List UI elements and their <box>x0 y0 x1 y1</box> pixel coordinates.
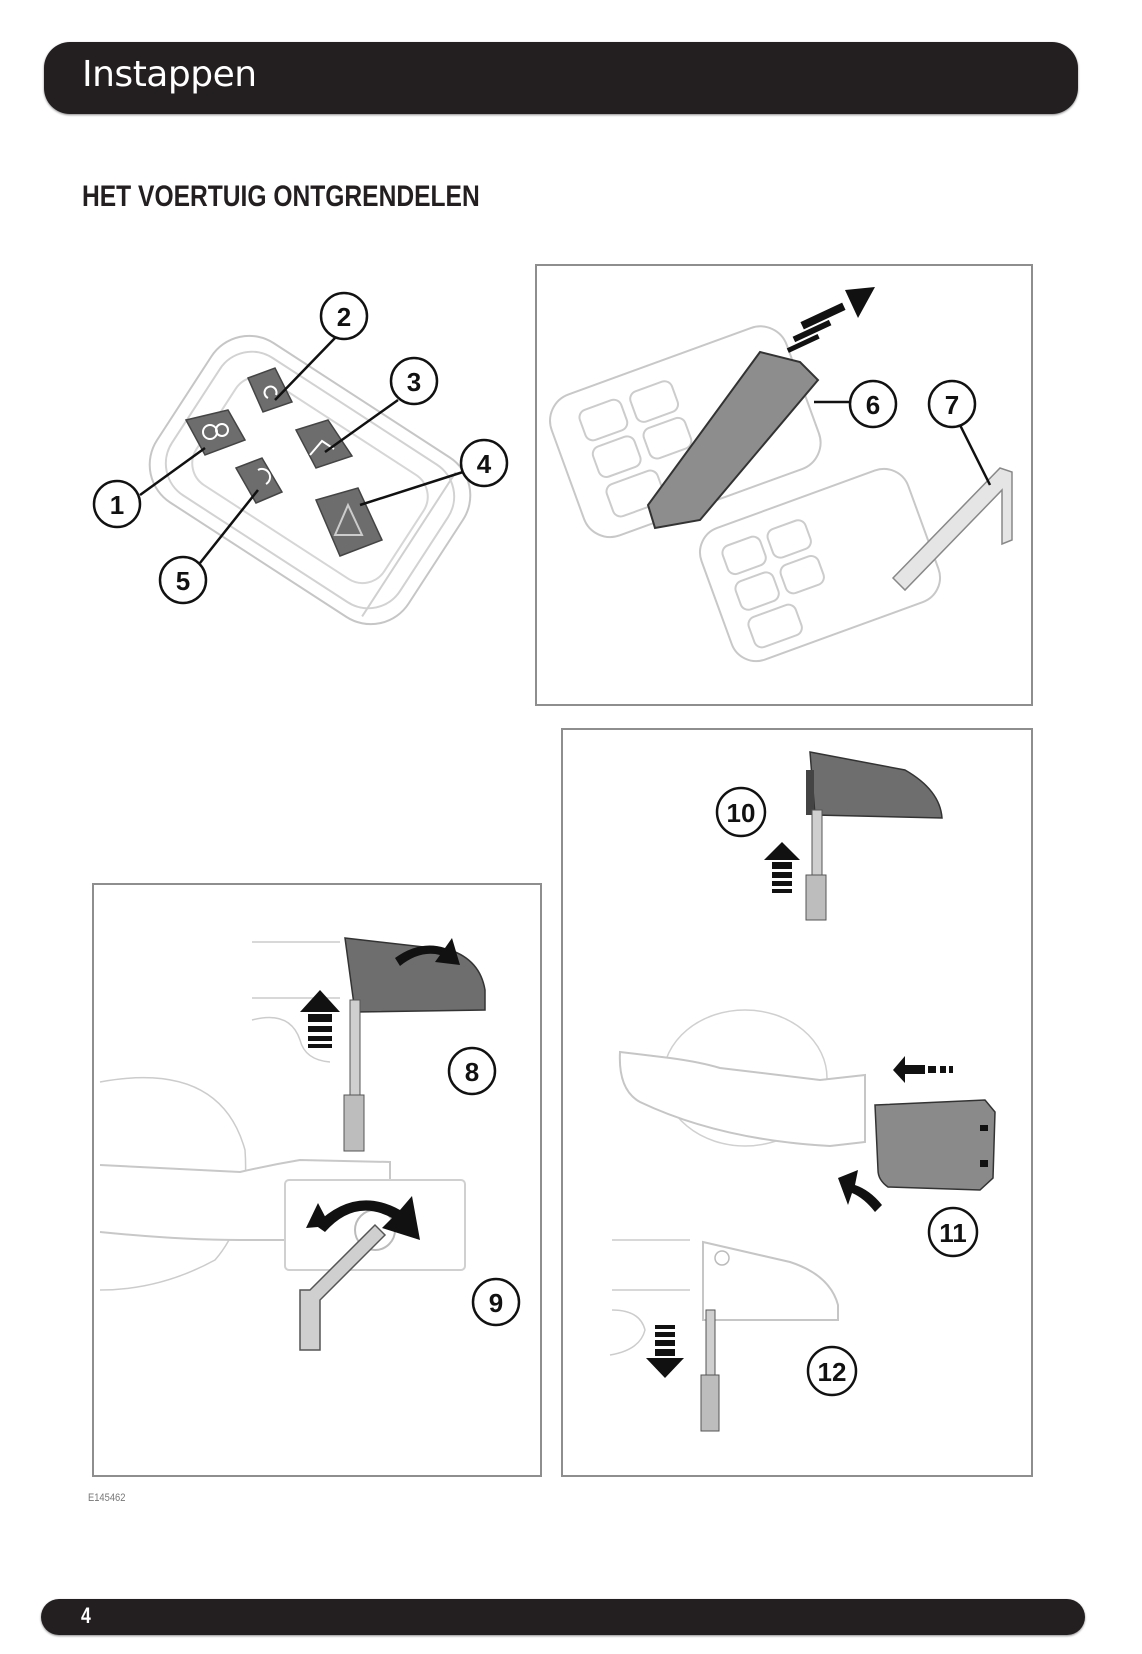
panic-alarm-button <box>314 487 384 557</box>
pull-down-arrow-icon <box>646 1325 684 1378</box>
chapter-title: Instappen <box>82 54 257 95</box>
emergency-key-blade <box>891 467 1013 592</box>
callout-10: 10 <box>727 798 756 828</box>
turn-arrow-icon <box>306 1196 420 1240</box>
push-in-arrow-icon <box>838 1170 882 1212</box>
slide-in-arrow-icon <box>893 1056 953 1083</box>
key-blade-removal-illustration <box>549 287 1013 663</box>
callout-2: 2 <box>337 302 351 332</box>
page-number: 4 <box>81 1603 91 1628</box>
key-fob-illustration <box>139 334 472 626</box>
figure-reference-id: E145462 <box>88 1492 126 1504</box>
callout-7: 7 <box>945 390 959 420</box>
callout-5: 5 <box>176 566 190 596</box>
tailgate-button <box>294 419 354 469</box>
section-heading: HET VOERTUIG ONTGRENDELEN <box>82 180 480 213</box>
door-lock-cover-refit-illustration <box>609 751 996 1432</box>
push-up-arrow-icon <box>300 990 340 1048</box>
callout-3: 3 <box>407 367 421 397</box>
callout-4: 4 <box>477 449 492 479</box>
page-footer-bar: 4 <box>41 1599 1085 1635</box>
lock-cover-side <box>874 1099 996 1191</box>
lock-cover-fitted <box>702 1240 839 1321</box>
unlock-button <box>246 367 294 413</box>
chapter-header-bar: Instappen <box>44 42 1078 114</box>
key-in-lock <box>299 1223 387 1351</box>
door-handle <box>618 1050 866 1148</box>
key-blade-cover <box>646 350 820 530</box>
lock-cover-top <box>809 751 943 819</box>
push-up-arrow-icon <box>764 842 800 893</box>
callout-11: 11 <box>939 1218 967 1248</box>
door-lock-cover-removal-illustration <box>99 937 486 1351</box>
callout-1: 1 <box>110 490 124 520</box>
pull-arrow-icon <box>786 287 875 353</box>
headlamp-button <box>234 457 284 504</box>
rotate-arrow-icon <box>395 938 460 966</box>
lock-button <box>184 409 247 456</box>
callout-8: 8 <box>465 1057 479 1087</box>
callouts <box>92 291 979 1397</box>
callout-9: 9 <box>489 1288 503 1318</box>
callout-12: 12 <box>818 1357 847 1387</box>
callout-6: 6 <box>866 390 880 420</box>
